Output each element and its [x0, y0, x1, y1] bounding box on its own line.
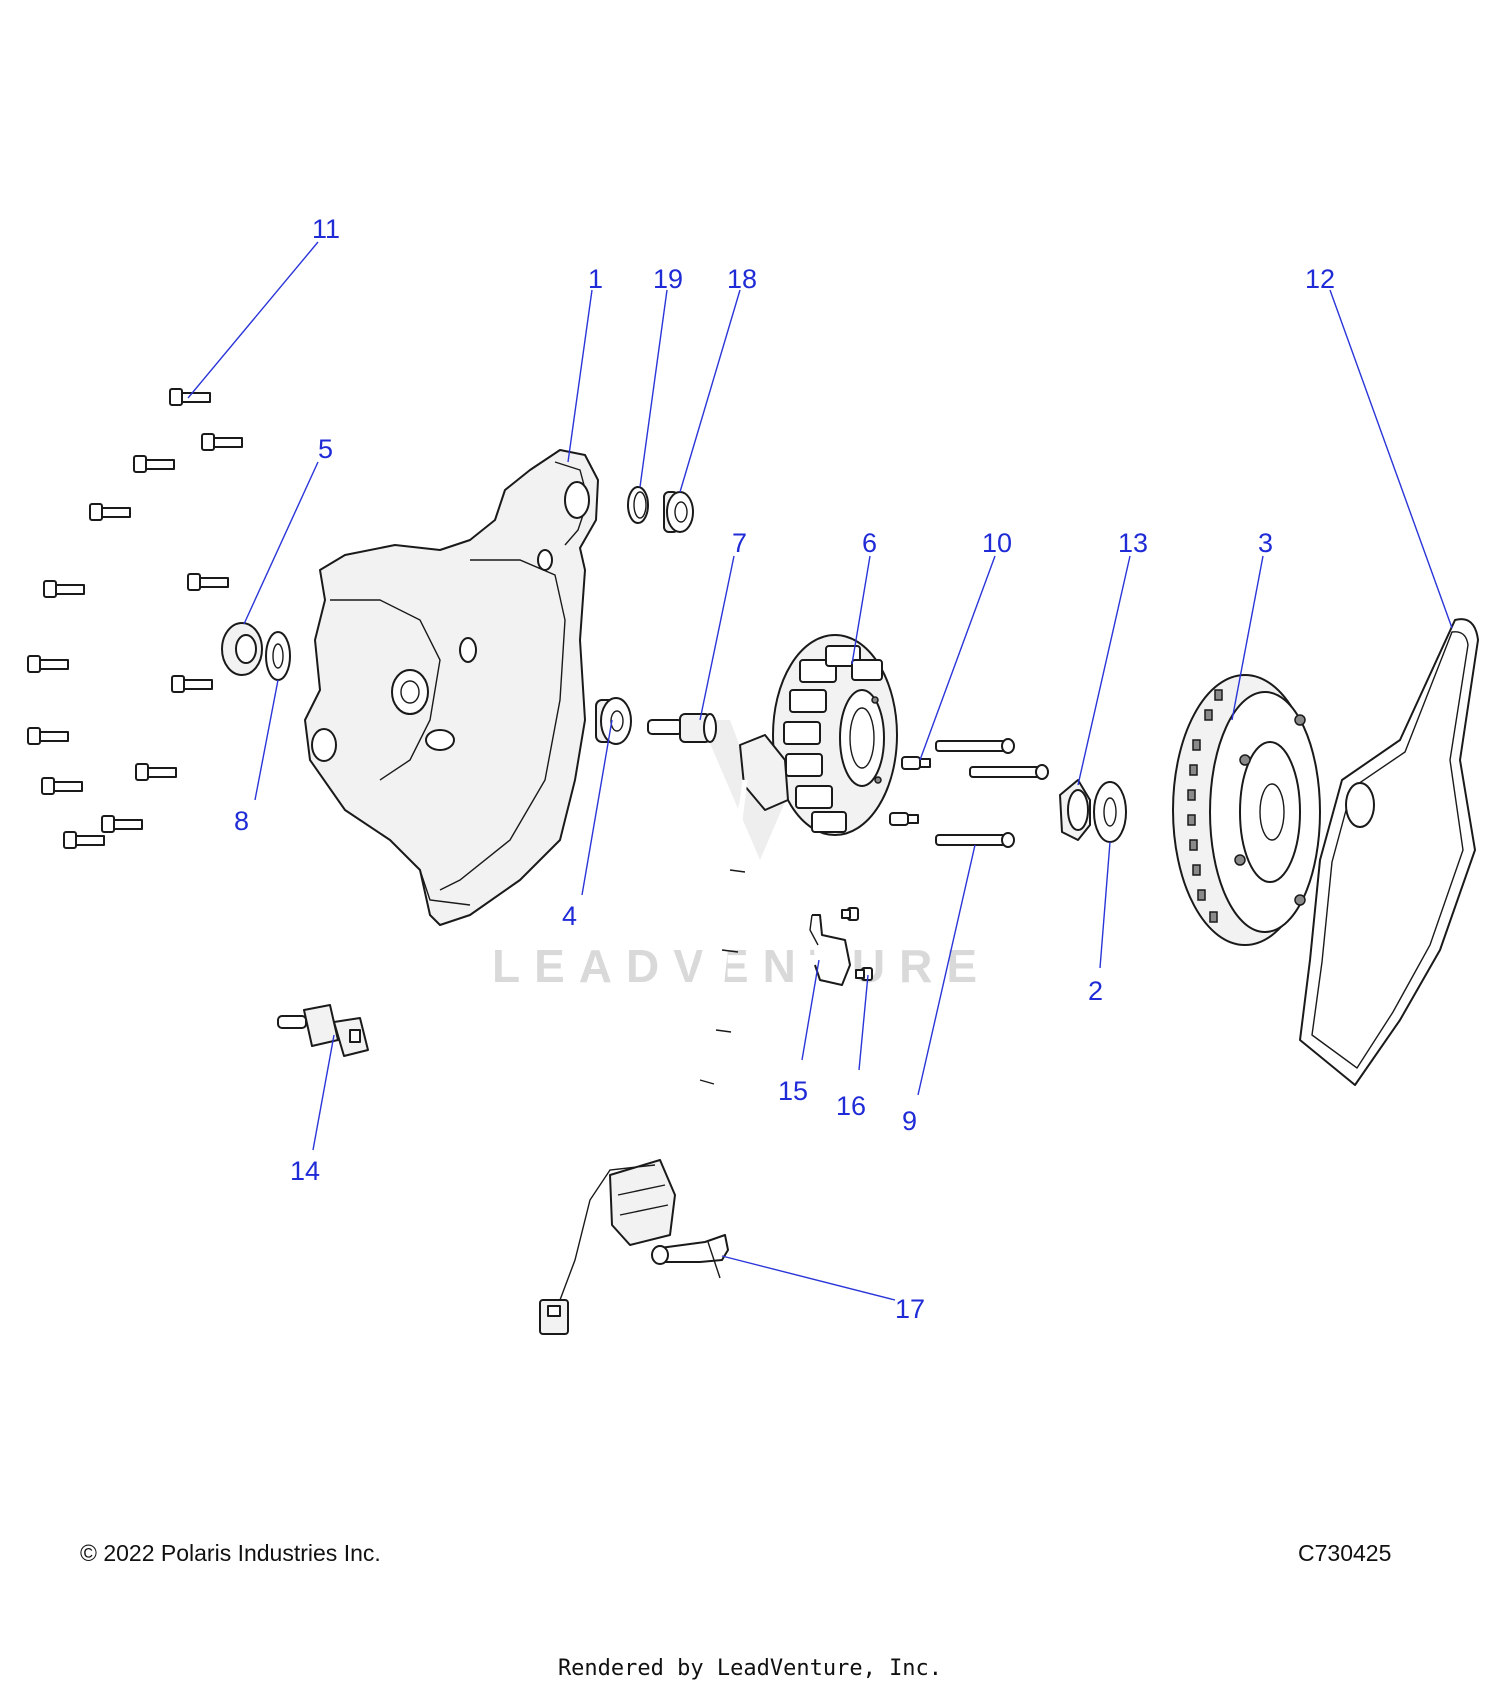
callout-17: 17 [895, 1294, 925, 1324]
callout-12: 12 [1305, 264, 1335, 294]
seal-part-5 [221, 622, 263, 676]
bearing-part-18 [663, 491, 694, 533]
callout-3: 3 [1258, 528, 1273, 558]
clip-part-17 [651, 1234, 729, 1279]
callout-5: 5 [318, 434, 333, 464]
callout-2: 2 [1088, 976, 1103, 1006]
flywheel-part-3 [1172, 674, 1321, 946]
sensor-part-14 [277, 1004, 369, 1057]
screws-part-16 [841, 907, 873, 981]
callout-6: 6 [862, 528, 877, 558]
callout-19: 19 [653, 264, 683, 294]
rendered-by-text: Rendered by LeadVenture, Inc. [557, 1656, 943, 1681]
callout-16: 16 [836, 1091, 866, 1121]
bolt-cluster-part-11 [27, 388, 243, 849]
callout-14: 14 [290, 1156, 320, 1186]
callout-7: 7 [732, 528, 747, 558]
stator-part-6 [772, 634, 898, 836]
stator-cover-part-1 [304, 449, 599, 926]
callout-11: 11 [312, 214, 340, 244]
stator-bolts-part-9 [889, 812, 1015, 848]
callout-8: 8 [234, 806, 249, 836]
callout-15: 15 [778, 1076, 808, 1106]
callout-13: 13 [1118, 528, 1148, 558]
copyright-text: © 2022 Polaris Industries Inc. [80, 1540, 381, 1566]
callout-10: 10 [982, 528, 1012, 558]
diagram-code: C730425 [1298, 1540, 1392, 1566]
callout-9: 9 [902, 1106, 917, 1136]
washer-part-8 [265, 631, 291, 681]
gasket-part-12 [1299, 618, 1479, 1086]
snap-ring-part-19 [627, 486, 649, 524]
washer-part-2 [1093, 781, 1127, 843]
stator-bolts-part-10 [901, 738, 1049, 780]
leader-lines [187, 241, 1453, 1301]
stator-wire-harness [539, 734, 789, 1335]
callout-labels: 11 1 19 18 12 5 7 6 10 13 3 8 4 2 15 16 … [234, 214, 1335, 1324]
watermark-text: LEADVENTURE [492, 940, 991, 992]
spacer-part-4 [595, 697, 632, 745]
callout-18: 18 [727, 264, 757, 294]
shaft-pin-part-7 [647, 713, 717, 743]
callout-1: 1 [588, 264, 603, 294]
callout-4: 4 [562, 901, 577, 931]
nut-part-13 [1059, 779, 1091, 841]
bracket-part-15 [809, 914, 851, 986]
